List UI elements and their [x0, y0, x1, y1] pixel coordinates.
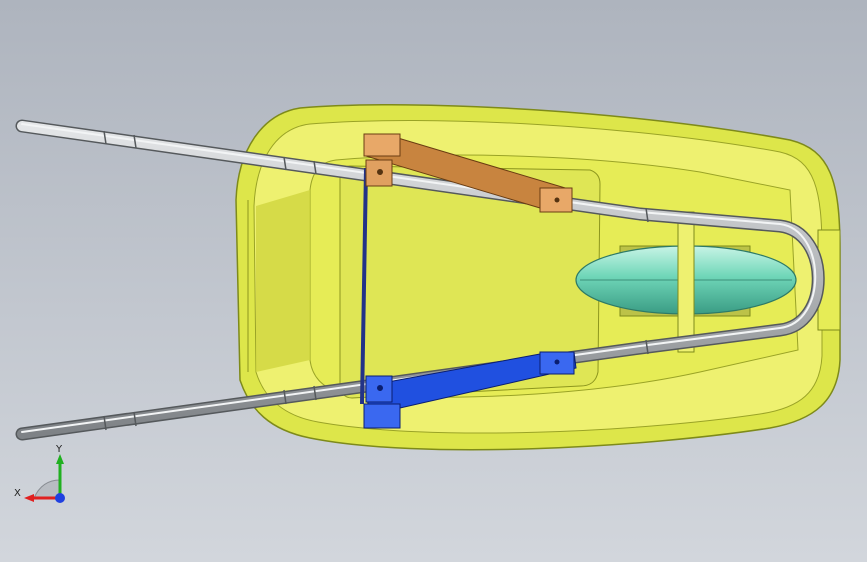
z-axis-dot — [55, 493, 65, 503]
x-axis-label: X — [14, 488, 21, 499]
tube-joints — [103, 130, 649, 431]
y-axis-label: Y — [55, 444, 63, 455]
tray-shadow — [256, 190, 310, 372]
left-brace[interactable] — [363, 133, 573, 213]
wheel-axle-bracket[interactable] — [677, 211, 695, 353]
right-brace[interactable] — [363, 351, 577, 429]
cross-member[interactable] — [360, 167, 368, 405]
coordinate-triad: Y X — [14, 444, 65, 503]
handle-frame[interactable] — [15, 119, 825, 441]
